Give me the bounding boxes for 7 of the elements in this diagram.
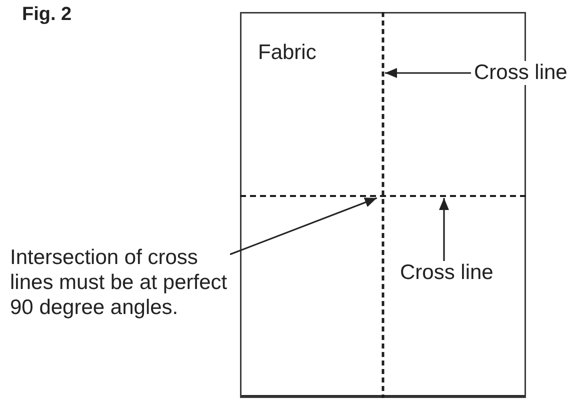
figure-title: Fig. 2 [22,4,72,26]
vertical-cross-line [381,12,385,398]
leader-arrow [230,197,378,256]
fabric-label: Fabric [258,41,316,65]
leader-arrow [439,198,449,261]
leader-arrow [385,68,471,78]
horizontal-cross-line [240,194,526,198]
